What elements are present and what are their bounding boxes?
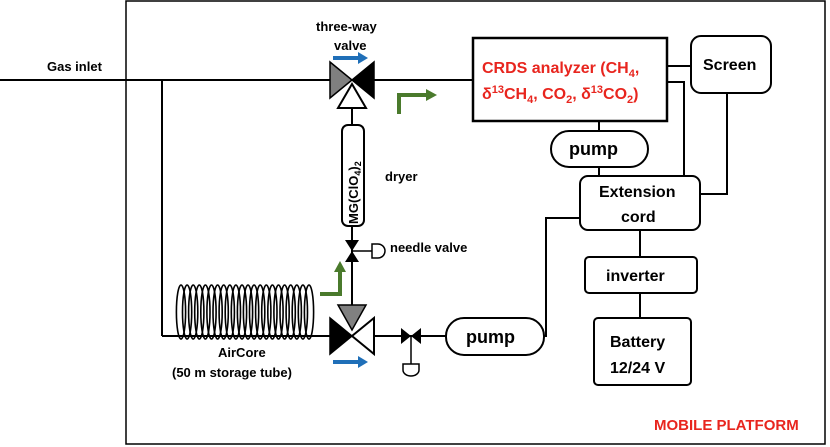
aircore-coil-loop xyxy=(224,284,236,340)
battery-label-2: 12/24 V xyxy=(610,360,665,377)
extension-cord-label-1: Extension xyxy=(599,184,675,201)
inverter-label: inverter xyxy=(606,268,665,285)
mobile-platform-frame xyxy=(125,0,826,445)
needle-valve-label: needle valve xyxy=(390,240,467,255)
screen-power-line xyxy=(700,93,728,195)
crds-analyzer-line1: CRDS analyzer (CH4, xyxy=(482,60,639,80)
aircore-coil-loop xyxy=(187,284,199,340)
flow-arrow-green-bottom xyxy=(320,261,346,296)
aircore-coil-loop xyxy=(266,284,278,340)
aircore-coil-loop xyxy=(193,284,205,340)
battery-box xyxy=(593,317,692,386)
three-way-valve-top xyxy=(329,60,375,109)
aircore-coil-loop xyxy=(242,284,254,340)
aircore-coil-loop xyxy=(285,284,297,340)
aircore-coil-loop xyxy=(279,284,290,340)
aircore-coil-loop xyxy=(181,284,193,340)
aircore-coil-loop xyxy=(297,284,309,340)
pump-top-label: pump xyxy=(569,139,618,159)
aircore-label-1: AirCore xyxy=(218,345,266,360)
screen-box xyxy=(690,35,772,94)
dryer-tube-label: MG(ClO4)2 xyxy=(346,161,363,224)
aircore-label-2: (50 m storage tube) xyxy=(172,365,292,380)
flow-arrow-blue-top xyxy=(333,52,368,64)
extension-cord-label-2: cord xyxy=(621,209,656,226)
battery-label-1: Battery xyxy=(610,334,665,351)
gas-inlet-label: Gas inlet xyxy=(47,59,103,74)
analyzer-power-line xyxy=(667,81,685,176)
dryer-tube xyxy=(341,124,365,227)
three-way-valve-label-1: three-way xyxy=(316,19,377,34)
pump-to-extension-line xyxy=(544,217,580,337)
three-way-valve-label-2: valve xyxy=(334,38,367,53)
aircore-coil-loop xyxy=(175,284,187,340)
flow-arrow-blue-bottom xyxy=(333,356,368,368)
aircore-coil-loop xyxy=(199,284,211,340)
screen-label: Screen xyxy=(703,57,756,74)
metering-valve xyxy=(401,328,421,377)
crds-analyzer-line2: δ13CH4, CO2, δ13CO2) xyxy=(482,84,639,106)
aircore-coil-loop xyxy=(248,284,260,340)
dryer-label: dryer xyxy=(385,169,418,184)
aircore-coil-loop xyxy=(273,284,284,340)
flow-arrow-green-top xyxy=(397,89,437,114)
aircore-coil-loop xyxy=(206,284,217,340)
mobile-platform-label: MOBILE PLATFORM xyxy=(654,417,799,434)
aircore-coil-loop xyxy=(254,284,266,340)
aircore-coil-loop xyxy=(303,284,315,340)
aircore-coil-loop xyxy=(230,284,242,340)
aircore-coil-loop xyxy=(291,284,303,340)
aircore-coil-loop xyxy=(212,284,223,340)
aircore-coil-loop xyxy=(260,284,272,340)
needle-valve xyxy=(345,240,386,262)
three-way-valve-bottom xyxy=(329,304,375,357)
aircore-coil-loop xyxy=(236,284,248,340)
pump-bottom-label: pump xyxy=(466,327,515,347)
crds-analyzer-box xyxy=(471,36,669,123)
aircore-coil xyxy=(175,284,315,340)
svg-text:MG(ClO4)2: MG(ClO4)2 xyxy=(346,161,363,224)
aircore-coil-loop xyxy=(218,284,230,340)
